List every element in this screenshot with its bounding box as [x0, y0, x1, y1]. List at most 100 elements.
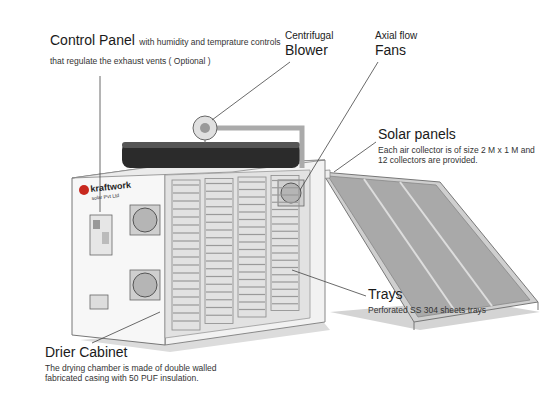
drier-cabinet [102, 232, 109, 244]
trays [173, 192, 199, 193]
trays [239, 249, 265, 250]
trays [206, 206, 232, 207]
callout-text: Perforated SS 304 sheets trays [368, 305, 533, 315]
callout-group: Control Panel with humidity and tempratu… [50, 30, 290, 68]
trays [239, 211, 265, 212]
callout-heading: Blower [285, 42, 375, 59]
callout-group: Axial flowFans [375, 30, 475, 59]
trays [173, 280, 199, 281]
trays [173, 304, 199, 305]
centrifugal-blower [193, 116, 302, 168]
trays [239, 204, 265, 205]
trays [272, 238, 298, 239]
solar-panel [538, 302, 539, 310]
callout-text: Each air collector is of size 2 M x 1 M … [378, 145, 538, 165]
callout-group: Drier CabinetThe drying chamber is made … [45, 344, 220, 383]
trays [206, 307, 232, 308]
trays [239, 196, 265, 197]
drier-cabinet [90, 295, 108, 309]
trays [206, 299, 232, 300]
trays [271, 176, 299, 311]
trays [239, 189, 265, 190]
trays [272, 245, 298, 246]
leader-line [292, 270, 366, 296]
trays [239, 301, 265, 302]
axial-fans [130, 205, 160, 235]
trays [173, 184, 199, 185]
trays [239, 241, 265, 242]
axial-fans [130, 180, 304, 300]
callout-group: TraysPerforated SS 304 sheets trays [368, 286, 533, 315]
callout-group: Solar panelsEach air collector is of siz… [378, 126, 538, 165]
trays [239, 286, 265, 287]
trays [173, 272, 199, 273]
trays [206, 222, 232, 223]
callout-heading: Solar panels [378, 126, 538, 143]
trays [239, 264, 265, 265]
trays [206, 284, 232, 285]
drier-cabinet [93, 220, 100, 229]
trays [173, 320, 199, 321]
trays [206, 260, 232, 261]
trays [173, 224, 199, 225]
trays [206, 245, 232, 246]
leader-line [334, 142, 376, 172]
trays [239, 294, 265, 295]
trays [206, 276, 232, 277]
trays [239, 256, 265, 257]
trays [272, 209, 298, 210]
trays [173, 296, 199, 297]
trays [239, 271, 265, 272]
trays [272, 260, 298, 261]
trays [206, 268, 232, 269]
trays [239, 226, 265, 227]
callout-text: Axial flow [375, 30, 475, 42]
top-insulation [122, 142, 300, 168]
drier-cabinet [90, 215, 112, 255]
solar-panel [328, 176, 530, 317]
axial-fans [281, 183, 301, 203]
callout-text: Centrifugal [285, 30, 375, 42]
callout-group: CentrifugalBlower [285, 30, 375, 59]
trays [272, 223, 298, 224]
centrifugal-blower [193, 116, 217, 140]
trays [172, 176, 299, 331]
trays [239, 279, 265, 280]
trays [272, 216, 298, 217]
leader-line [92, 62, 378, 343]
trays [239, 219, 265, 220]
trays [239, 234, 265, 235]
solar-panel [322, 172, 538, 330]
axial-fans [133, 208, 157, 232]
trays [272, 187, 298, 188]
trays [206, 237, 232, 238]
centrifugal-blower [217, 128, 302, 168]
drier-cabinet [72, 165, 165, 345]
trays [173, 248, 199, 249]
trays [173, 208, 199, 209]
trays [272, 252, 298, 253]
callout-heading: Fans [375, 42, 475, 59]
trays [173, 256, 199, 257]
top-insulation [122, 142, 300, 168]
solar-panel [322, 172, 538, 322]
solar-panel [400, 182, 492, 306]
trays [206, 198, 232, 199]
drier-cabinet [165, 170, 310, 338]
trays [206, 315, 232, 316]
callout-heading: Control Panel [50, 32, 135, 48]
leader-line [300, 62, 378, 190]
trays [239, 181, 265, 182]
trays [206, 291, 232, 292]
trays [173, 200, 199, 201]
drier-cabinet [72, 160, 325, 345]
callout-text: The drying chamber is made of double wal… [45, 363, 220, 383]
trays [272, 281, 298, 282]
trays [206, 183, 232, 184]
trays [206, 214, 232, 215]
callout-heading: Drier Cabinet [45, 344, 220, 361]
trays [172, 180, 200, 330]
leader-line [212, 62, 290, 120]
trays [173, 288, 199, 289]
trays [272, 194, 298, 195]
